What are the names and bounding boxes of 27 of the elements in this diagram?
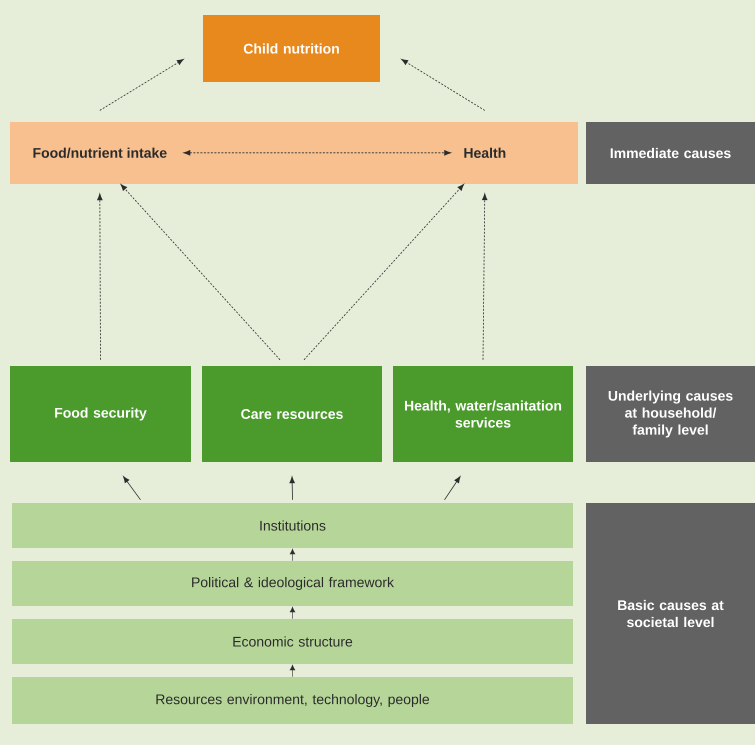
level-label-box: Underlying causes at household/ family level <box>586 366 755 462</box>
layer-band: Economic structure <box>12 619 573 664</box>
outcome-box: Child nutrition <box>203 15 380 82</box>
cause-box: Health, water/sanitation services <box>393 366 573 462</box>
cause-label: Health <box>464 148 506 158</box>
arrow <box>99 58 184 111</box>
arrow <box>444 476 460 500</box>
level-label-box: Basic causes at societal level <box>586 503 755 724</box>
layer-band: Political & ideological framework <box>12 561 573 606</box>
arrow <box>290 664 296 678</box>
cause-box: Food security <box>10 366 191 462</box>
level-label-box: Immediate causes <box>586 122 755 184</box>
layer-band: Institutions <box>12 503 573 548</box>
arrow <box>304 184 464 360</box>
arrow <box>290 548 296 562</box>
arrow <box>290 606 296 620</box>
arrow <box>289 476 295 500</box>
layer-band: Resources environment, technology, people <box>12 677 573 724</box>
cause-band <box>10 122 578 184</box>
arrow <box>482 193 488 360</box>
arrow <box>120 184 280 360</box>
cause-box: Care resources <box>202 366 382 462</box>
arrow <box>123 476 141 500</box>
arrow <box>401 58 486 111</box>
cause-label: Food/nutrient intake <box>33 148 167 158</box>
arrow <box>184 150 451 156</box>
arrow <box>97 193 103 360</box>
